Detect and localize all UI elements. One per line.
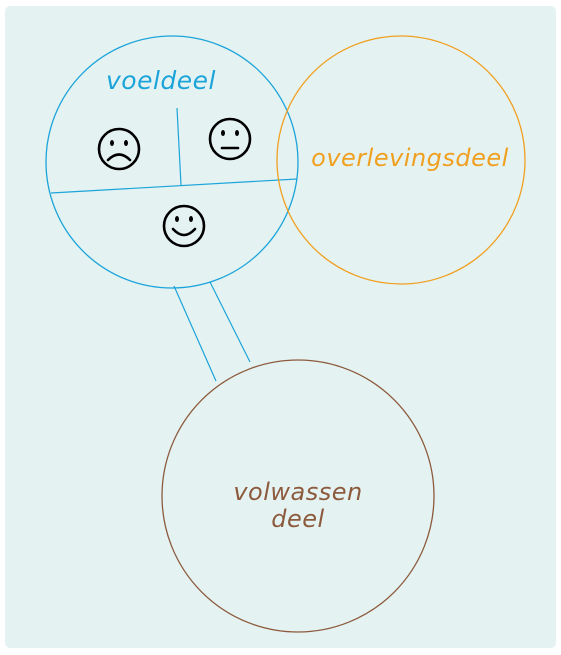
voeldeel-divider-vertical	[176, 107, 182, 186]
voeldeel-label: voeldeel	[106, 66, 216, 95]
overlevingsdeel-circle	[276, 35, 526, 285]
voeldeel-circle	[45, 35, 299, 289]
volwassen-deel-label-line1: volwassen	[233, 478, 362, 506]
diagram-background	[5, 6, 556, 648]
sad-face-icon	[97, 127, 141, 171]
voeldeel-divider-horizontal	[50, 178, 298, 194]
happy-face-icon	[162, 204, 206, 248]
overlevingsdeel-label: overlevingsdeel	[311, 144, 509, 172]
connector	[173, 281, 251, 382]
neutral-face-icon	[208, 117, 252, 161]
volwassen-deel-label-line2: deel	[271, 505, 324, 533]
volwassen-deel-circle	[161, 359, 435, 633]
